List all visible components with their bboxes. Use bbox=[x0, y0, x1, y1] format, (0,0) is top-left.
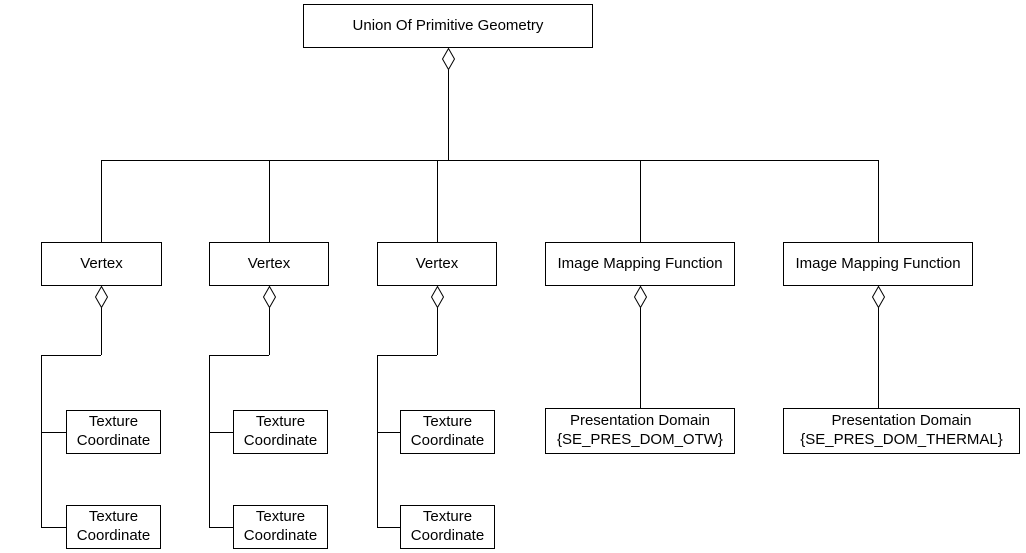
connector-line bbox=[101, 160, 878, 161]
connector-line bbox=[377, 355, 437, 356]
node-vertex: Vertex bbox=[377, 242, 497, 286]
node-texture-coordinate: Texture Coordinate bbox=[400, 410, 495, 454]
node-image-mapping-function: Image Mapping Function bbox=[783, 242, 973, 286]
connector-line bbox=[209, 355, 269, 356]
node-texture-coordinate: Texture Coordinate bbox=[400, 505, 495, 549]
node-label: Presentation Domain bbox=[569, 412, 711, 430]
connector-line bbox=[101, 308, 102, 355]
node-label: Texture Coordinate bbox=[76, 413, 151, 449]
node-image-mapping-function: Image Mapping Function bbox=[545, 242, 735, 286]
node-constraint: {SE_PRES_DOM_THERMAL} bbox=[800, 431, 1003, 448]
connector-line bbox=[640, 308, 641, 408]
connector-line bbox=[878, 160, 879, 242]
aggregation-diamond-icon bbox=[634, 286, 647, 308]
node-constraint: {SE_PRES_DOM_OTW} bbox=[557, 431, 723, 448]
node-label: Vertex bbox=[80, 254, 123, 272]
node-label-group: Presentation Domain {SE_PRES_DOM_THERMAL… bbox=[800, 412, 1003, 450]
node-label: Texture Coordinate bbox=[410, 508, 485, 544]
node-label-group: Presentation Domain {SE_PRES_DOM_OTW} bbox=[557, 412, 723, 450]
connector-line bbox=[448, 70, 449, 160]
node-presentation-domain: Presentation Domain {SE_PRES_DOM_THERMAL… bbox=[783, 408, 1020, 454]
node-presentation-domain: Presentation Domain {SE_PRES_DOM_OTW} bbox=[545, 408, 735, 454]
connector-line bbox=[878, 308, 879, 408]
node-label: Union Of Primitive Geometry bbox=[352, 16, 544, 34]
aggregation-diamond-icon bbox=[431, 286, 444, 308]
node-texture-coordinate: Texture Coordinate bbox=[233, 410, 328, 454]
node-label: Texture Coordinate bbox=[410, 413, 485, 449]
node-texture-coordinate: Texture Coordinate bbox=[66, 410, 161, 454]
connector-line bbox=[41, 355, 101, 356]
connector-line bbox=[41, 355, 42, 527]
connector-line bbox=[41, 527, 66, 528]
connector-line bbox=[377, 527, 400, 528]
node-label: Vertex bbox=[247, 254, 291, 272]
connector-line bbox=[640, 160, 641, 242]
connector-line bbox=[209, 527, 233, 528]
connector-line bbox=[209, 355, 210, 527]
node-label: Presentation Domain bbox=[831, 412, 972, 430]
node-label: Image Mapping Function bbox=[795, 254, 961, 272]
node-vertex: Vertex bbox=[41, 242, 162, 286]
aggregation-diamond-icon bbox=[95, 286, 108, 308]
connector-line bbox=[377, 355, 378, 527]
node-label: Texture Coordinate bbox=[243, 413, 318, 449]
connector-line bbox=[437, 308, 438, 355]
connector-line bbox=[101, 160, 102, 242]
aggregation-diamond-icon bbox=[442, 48, 455, 70]
node-vertex: Vertex bbox=[209, 242, 329, 286]
node-label: Texture Coordinate bbox=[76, 508, 151, 544]
node-texture-coordinate: Texture Coordinate bbox=[66, 505, 161, 549]
connector-line bbox=[437, 160, 438, 242]
node-label: Texture Coordinate bbox=[243, 508, 318, 544]
connector-line bbox=[41, 432, 66, 433]
connector-line bbox=[377, 432, 400, 433]
connector-line bbox=[269, 308, 270, 355]
aggregation-diamond-icon bbox=[872, 286, 885, 308]
connector-line bbox=[269, 160, 270, 242]
aggregation-diamond-icon bbox=[263, 286, 276, 308]
connector-line bbox=[209, 432, 233, 433]
node-label: Image Mapping Function bbox=[557, 254, 723, 272]
node-union-of-primitive-geometry: Union Of Primitive Geometry bbox=[303, 4, 593, 48]
node-label: Vertex bbox=[415, 254, 459, 272]
node-texture-coordinate: Texture Coordinate bbox=[233, 505, 328, 549]
